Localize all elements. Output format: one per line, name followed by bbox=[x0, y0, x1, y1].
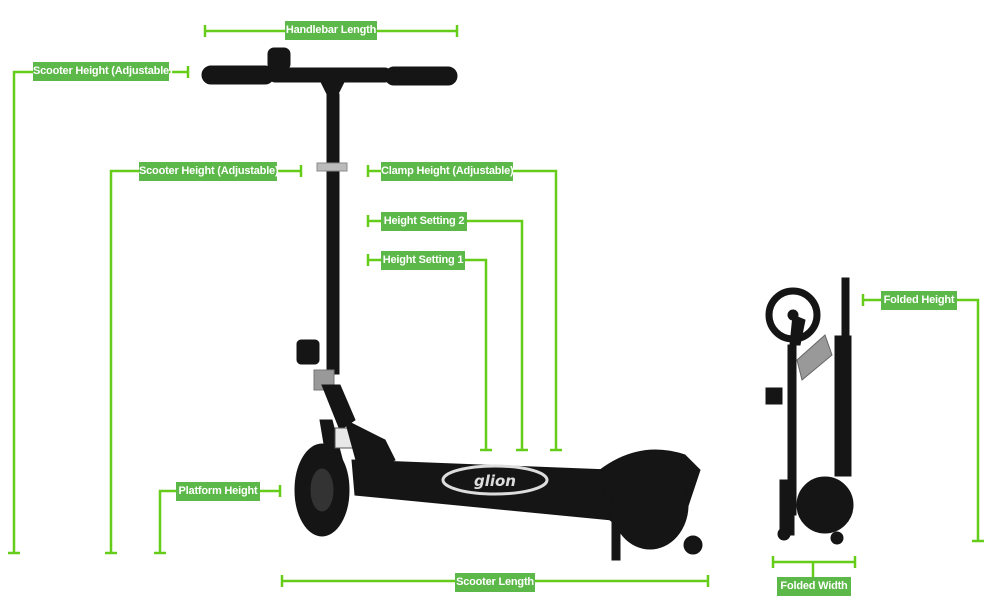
scooter-photo bbox=[201, 47, 703, 561]
scooter-length-label: Scooter Length bbox=[455, 573, 535, 592]
glion-logo: glion bbox=[474, 472, 516, 490]
height-setting-1-label: Height Setting 1 bbox=[381, 251, 465, 270]
handlebar-length-label: Handlebar Length bbox=[285, 21, 377, 40]
height-setting-2-label: Height Setting 2 bbox=[381, 212, 467, 231]
scooter-height-label-1: Scooter Height (Adjustable) bbox=[33, 62, 173, 81]
folded-width-label: Folded Width bbox=[777, 577, 851, 596]
platform-height-label: Platform Height bbox=[176, 482, 260, 501]
folded-height-label: Folded Height bbox=[881, 291, 957, 310]
scooter-height-label-2: Scooter Height (Adjustable) bbox=[139, 162, 279, 181]
folded-scooter-photo bbox=[765, 277, 854, 545]
clamp-height-label: Clamp Height (Adjustable) bbox=[381, 162, 514, 181]
